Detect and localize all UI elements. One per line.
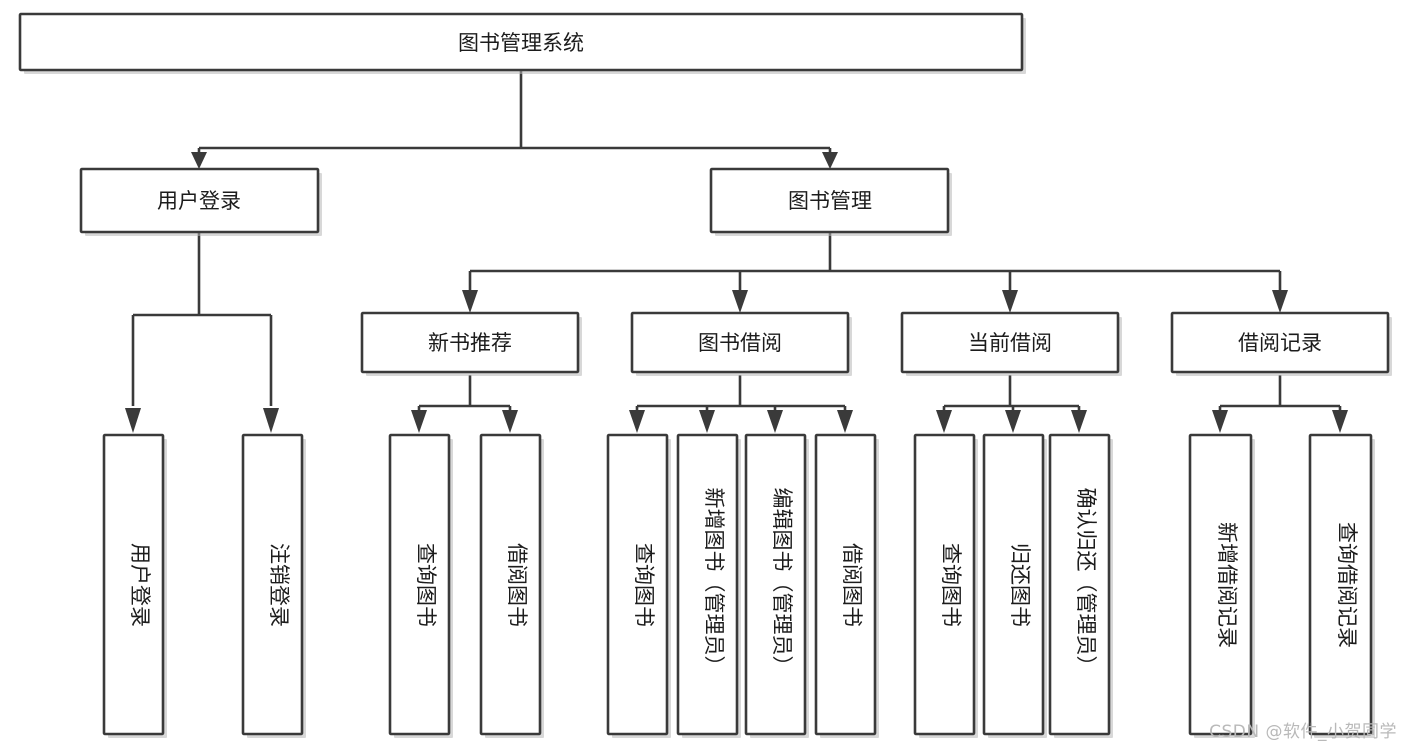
arrow-head-new-book xyxy=(462,290,478,313)
current-borrow-label: 当前借阅 xyxy=(968,331,1052,355)
arrow-head-cb-leaf-1 xyxy=(936,410,952,433)
arrow-head-nb-leaf-2 xyxy=(502,410,518,433)
connectors-new-book-children xyxy=(411,375,518,433)
leaf-node-br-add-record[interactable]: 新增借阅记录 xyxy=(1188,433,1255,738)
leaf-cb-confirm-return-label: 确认归还（管理员） xyxy=(1074,488,1098,677)
arrow-head-bb-leaf-3 xyxy=(767,410,783,433)
leaf-node-logout[interactable]: 注销登录 xyxy=(241,433,306,738)
leaf-nb-query-book-label: 查询图书 xyxy=(414,543,438,627)
node-book-manage[interactable]: 图书管理 xyxy=(709,167,952,236)
leaf-node-bb-add-book[interactable]: 新增图书（管理员） xyxy=(676,433,741,738)
book-borrow-label: 图书借阅 xyxy=(698,331,782,355)
leaf-bb-edit-book-box[interactable] xyxy=(744,433,807,736)
leaf-cb-query-book-label: 查询图书 xyxy=(939,543,963,627)
node-borrow-record[interactable]: 借阅记录 xyxy=(1170,311,1392,376)
arrow-head-bb-leaf-2 xyxy=(699,410,715,433)
book-manage-label: 图书管理 xyxy=(788,189,872,213)
leaf-br-add-record-box[interactable] xyxy=(1188,433,1253,736)
leaf-bb-query-book-box[interactable] xyxy=(606,433,669,736)
new-book-recommend-box[interactable] xyxy=(360,311,580,374)
connectors-book-manage-children xyxy=(462,232,1288,313)
arrow-head-nb-leaf-1 xyxy=(411,410,427,433)
watermark-text: CSDN @软件_小贺同学 xyxy=(1209,722,1397,742)
connectors-borrow-record-children xyxy=(1212,375,1348,433)
leaf-bb-add-book-box[interactable] xyxy=(676,433,739,736)
root-box[interactable] xyxy=(18,12,1024,72)
arrow-head-leaf-user-login xyxy=(125,408,141,433)
node-current-borrow[interactable]: 当前借阅 xyxy=(900,311,1122,376)
connectors-tier1 xyxy=(191,70,838,169)
user-login-label: 用户登录 xyxy=(157,189,241,213)
leaf-br-query-record-label: 查询借阅记录 xyxy=(1335,522,1359,648)
arrow-head-br-leaf-1 xyxy=(1212,410,1228,433)
node-new-book-recommend[interactable]: 新书推荐 xyxy=(360,311,582,376)
connectors-book-borrow-children xyxy=(629,375,853,433)
leaf-node-nb-borrow-book[interactable]: 借阅图书 xyxy=(479,433,544,738)
current-borrow-box[interactable] xyxy=(900,311,1120,374)
leaf-cb-query-book-box[interactable] xyxy=(913,433,976,736)
arrow-head-cb-leaf-3 xyxy=(1071,410,1087,433)
leaf-node-br-query-record[interactable]: 查询借阅记录 xyxy=(1308,433,1375,738)
leaf-nb-borrow-book-label: 借阅图书 xyxy=(505,543,529,627)
leaf-logout-label: 注销登录 xyxy=(267,543,291,627)
book-manage-box[interactable] xyxy=(709,167,950,234)
leaf-node-bb-query-book[interactable]: 查询图书 xyxy=(606,433,671,738)
leaf-cb-return-book-box[interactable] xyxy=(982,433,1045,736)
leaf-br-add-record-label: 新增借阅记录 xyxy=(1215,522,1239,648)
leaf-logout-box[interactable] xyxy=(241,433,304,736)
arrow-head-bb-leaf-1 xyxy=(629,410,645,433)
leaf-user-login-label: 用户登录 xyxy=(128,543,152,627)
arrow-head-cb-leaf-2 xyxy=(1005,410,1021,433)
leaf-cb-return-book-label: 归还图书 xyxy=(1008,543,1032,627)
node-book-borrow[interactable]: 图书借阅 xyxy=(630,311,852,376)
node-root[interactable]: 图书管理系统 xyxy=(18,12,1026,74)
leaf-node-bb-edit-book[interactable]: 编辑图书（管理员） xyxy=(744,433,809,738)
arrow-head-bb-leaf-4 xyxy=(837,410,853,433)
borrow-record-label: 借阅记录 xyxy=(1238,331,1322,355)
arrow-head-br-leaf-2 xyxy=(1332,410,1348,433)
leaf-bb-add-book-label: 新增图书（管理员） xyxy=(702,488,726,677)
leaf-user-login-box[interactable] xyxy=(102,433,165,736)
leaf-node-nb-query-book[interactable]: 查询图书 xyxy=(388,433,453,738)
leaf-bb-borrow-book-box[interactable] xyxy=(814,433,877,736)
leaf-bb-borrow-book-label: 借阅图书 xyxy=(840,543,864,627)
leaf-cb-confirm-return-box[interactable] xyxy=(1048,433,1111,736)
user-login-box[interactable] xyxy=(79,167,320,234)
arrow-head-user-login xyxy=(191,152,207,169)
node-user-login[interactable]: 用户登录 xyxy=(79,167,322,236)
leaf-nb-borrow-book-box[interactable] xyxy=(479,433,542,736)
arrow-head-book-borrow xyxy=(732,290,748,313)
arrow-head-current-borrow xyxy=(1002,290,1018,313)
connectors-user-login-children xyxy=(125,232,279,433)
leaf-bb-edit-book-label: 编辑图书（管理员） xyxy=(770,488,794,677)
leaf-br-query-record-box[interactable] xyxy=(1308,433,1373,736)
leaf-node-user-login[interactable]: 用户登录 xyxy=(102,433,167,738)
arrow-head-leaf-logout xyxy=(263,408,279,433)
arrow-head-book-manage xyxy=(822,152,838,169)
new-book-recommend-label: 新书推荐 xyxy=(428,331,512,355)
borrow-record-box[interactable] xyxy=(1170,311,1390,374)
root-label: 图书管理系统 xyxy=(458,31,584,55)
leaf-node-cb-query-book[interactable]: 查询图书 xyxy=(913,433,978,738)
leaf-node-cb-return-book[interactable]: 归还图书 xyxy=(982,433,1047,738)
connectors-current-borrow-children xyxy=(936,375,1087,433)
arrow-head-borrow-record xyxy=(1272,290,1288,313)
leaf-node-bb-borrow-book[interactable]: 借阅图书 xyxy=(814,433,879,738)
leaf-nb-query-book-box[interactable] xyxy=(388,433,451,736)
book-borrow-box[interactable] xyxy=(630,311,850,374)
leaf-node-cb-confirm-return[interactable]: 确认归还（管理员） xyxy=(1048,433,1113,738)
leaf-bb-query-book-label: 查询图书 xyxy=(632,543,656,627)
